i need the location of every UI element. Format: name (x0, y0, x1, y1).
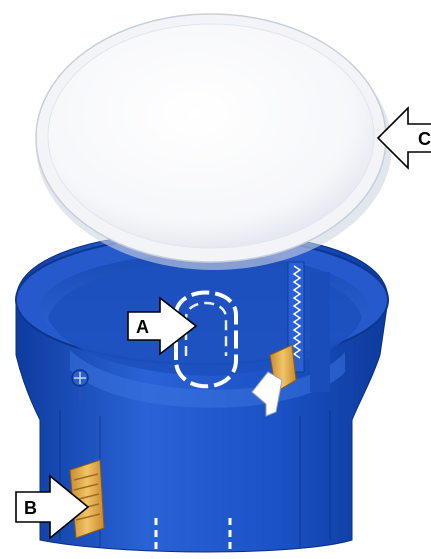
lid-face (48, 24, 374, 248)
callout-label-c: C (418, 129, 431, 149)
callout-label-a: A (136, 317, 149, 337)
cover-lid (36, 14, 392, 270)
callout-label-b: B (24, 498, 37, 518)
